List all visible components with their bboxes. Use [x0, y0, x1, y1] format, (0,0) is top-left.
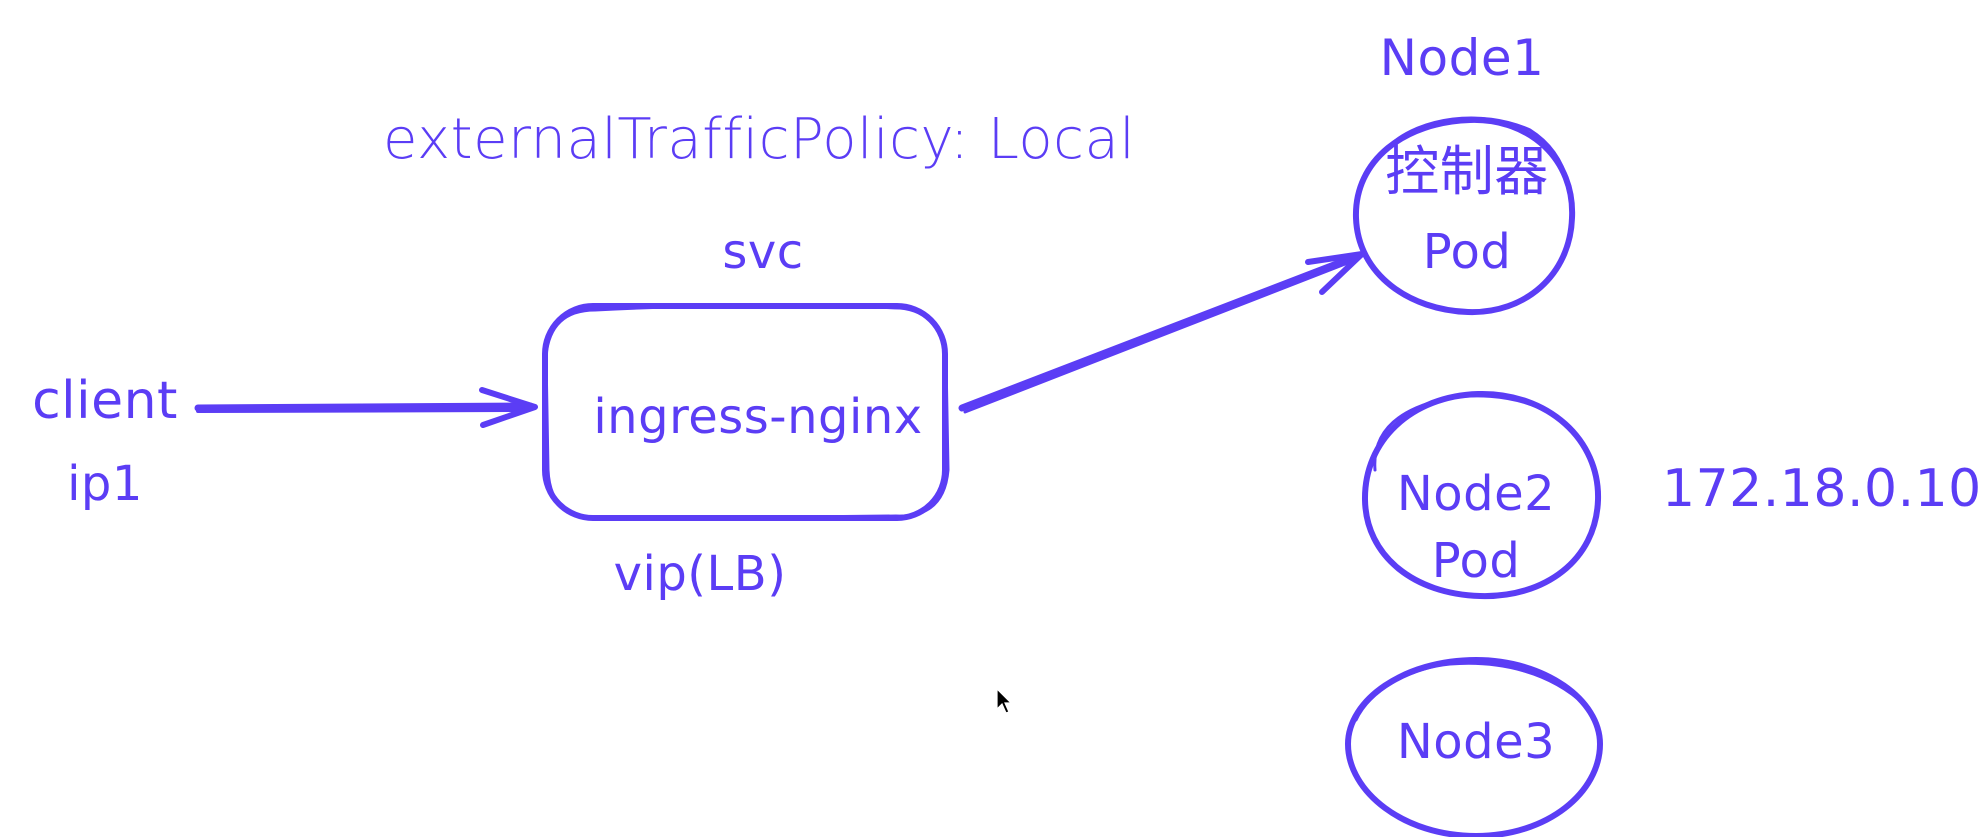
- arrow-client-to-ingress: [194, 387, 538, 428]
- arrow-ingress-to-node1: [958, 251, 1365, 414]
- node2-pod-label: Pod: [1431, 533, 1521, 589]
- node1-circle: [1352, 116, 1576, 316]
- controller-label: 控制器: [1385, 140, 1549, 203]
- node3-label: Node3: [1396, 714, 1556, 770]
- ingress-box-outline: [542, 303, 950, 521]
- client-label: client: [32, 371, 178, 431]
- mouse-pointer-icon: [996, 687, 1013, 714]
- external-traffic-policy-label: externalTrafficPolicy: Local: [383, 107, 1136, 172]
- node2-ip-label: 172.18.0.10: [1662, 459, 1982, 519]
- vip-lb-label: vip(LB): [613, 546, 787, 602]
- ingress-nginx-label: ingress-nginx: [593, 389, 923, 445]
- svc-label: svc: [722, 224, 804, 280]
- client-ip-label: ip1: [67, 456, 143, 512]
- node1-pod-label: Pod: [1422, 224, 1512, 280]
- node3-circle: [1345, 657, 1603, 837]
- node2-circle: [1361, 390, 1602, 600]
- node2-label: Node2: [1396, 466, 1556, 522]
- node1-label: Node1: [1379, 29, 1545, 87]
